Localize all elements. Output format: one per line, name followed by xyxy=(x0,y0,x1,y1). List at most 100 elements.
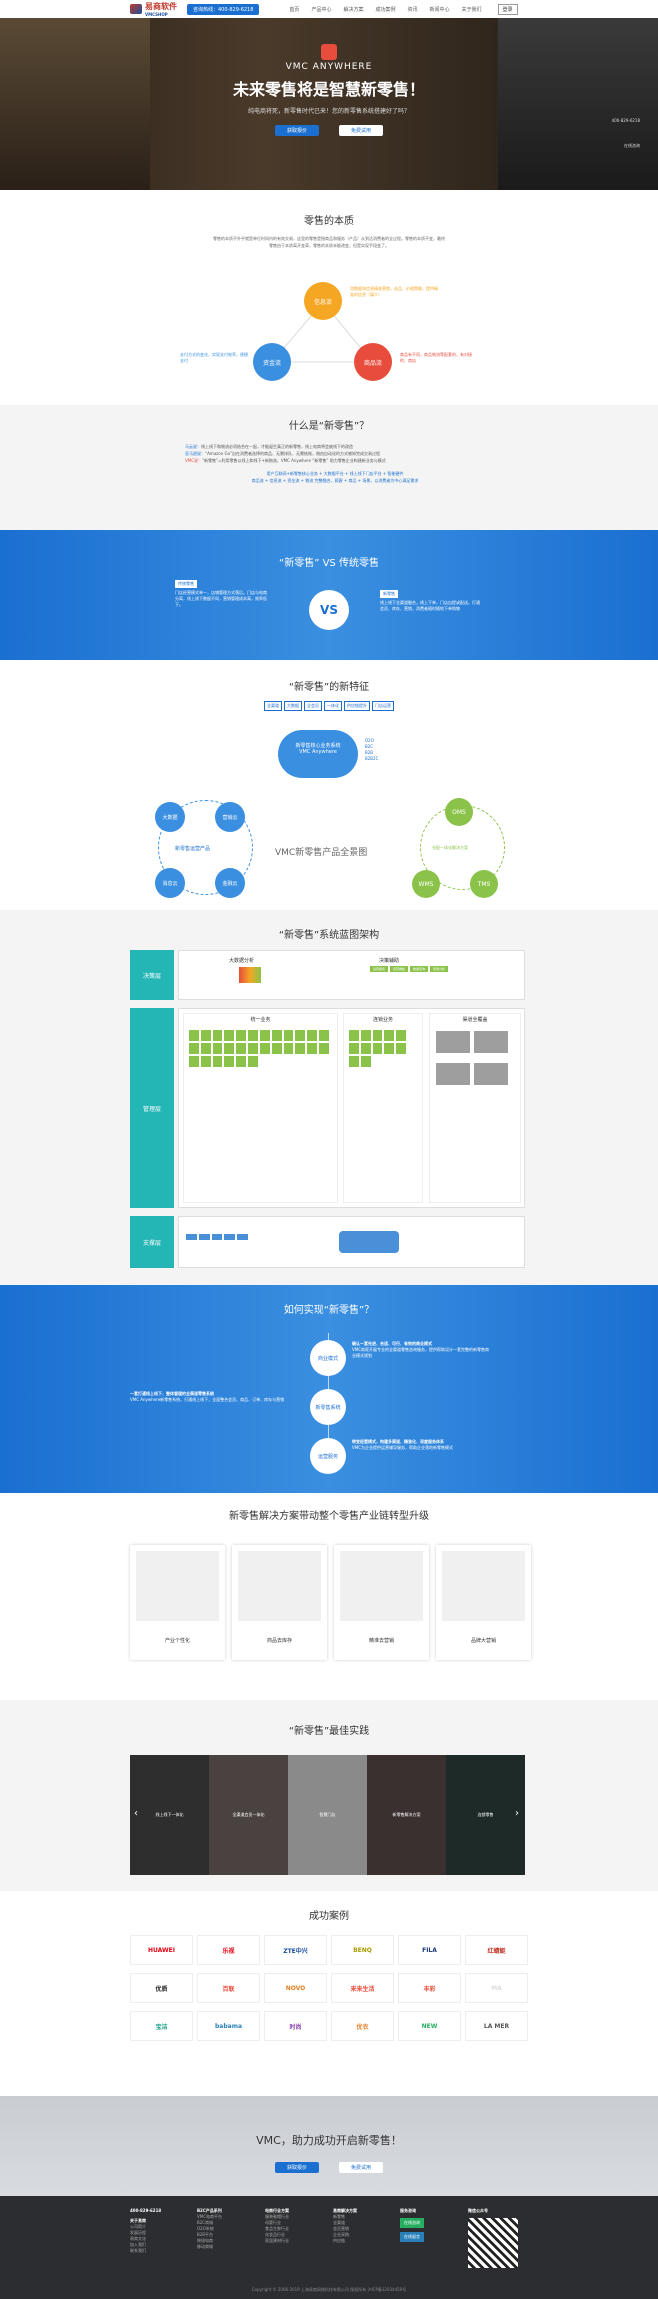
upgrade-card-2[interactable]: 商品去库存 xyxy=(232,1545,327,1660)
footer-message-button[interactable]: 在线留言 xyxy=(400,2232,424,2242)
footer-link[interactable]: 公司简介 xyxy=(130,2224,146,2229)
quote-mayun: 马云说：线上线下和物流必须结合在一起，才能诞生真正的新零售，线上电商将会被线下的… xyxy=(185,443,485,450)
case-logo[interactable]: 百联 xyxy=(197,1973,260,2003)
channel-modules xyxy=(430,1025,520,1097)
case-logo[interactable]: FILA xyxy=(398,1935,461,1965)
case-logo[interactable]: 乐视 xyxy=(197,1935,260,1965)
practice-item[interactable]: 全渠道会员一体化 xyxy=(209,1755,288,1875)
cloud-sub: VMC Anywhere xyxy=(299,749,337,755)
practice-item[interactable]: 智慧门店 xyxy=(288,1755,367,1875)
footer-link[interactable]: 跨境电商 xyxy=(197,2238,213,2243)
tag-bigdata: 大数据 xyxy=(284,701,302,711)
menu-item-home[interactable]: 首页 xyxy=(289,6,300,13)
how-node-service: 运营服务 xyxy=(310,1438,346,1474)
cta-trial-button[interactable]: 免费试用 xyxy=(339,2162,384,2173)
quote-mayun-text: 线上线下和物流必须结合在一起，才能诞生真正的新零售，线上电商将会被线下的改造 xyxy=(201,444,353,449)
case-logo[interactable]: ZTE中兴 xyxy=(264,1935,327,1965)
case-logo[interactable]: NOVO xyxy=(264,1973,327,2003)
case-logo[interactable]: LA MER xyxy=(465,2011,528,2041)
footer-link[interactable]: 化妆品行业 xyxy=(265,2232,285,2237)
case-logo[interactable]: 红蜻蜓 xyxy=(465,1935,528,1965)
case-logo[interactable]: 丰彩 xyxy=(398,1973,461,2003)
cloud-title: 新零售核心业务系统 xyxy=(295,743,341,749)
practice-item[interactable]: 连锁零售 xyxy=(446,1755,525,1875)
practice-item[interactable]: 新零售解决方案 xyxy=(367,1755,446,1875)
footer-link[interactable]: 供应链 xyxy=(333,2238,345,2243)
tag-integration: 一体化 xyxy=(324,701,342,711)
footer-link[interactable]: 食品生鲜行业 xyxy=(265,2226,289,2231)
footer-link[interactable]: 加入我们 xyxy=(130,2242,146,2247)
practice-item[interactable]: 线上线下一体化 xyxy=(130,1755,209,1875)
footer-link[interactable]: 联系我们 xyxy=(130,2248,146,2253)
footer-col3-title: 电商行业方案 xyxy=(265,2208,289,2213)
case-logo[interactable]: BENQ xyxy=(331,1935,394,1965)
footer-link[interactable]: 移动商城 xyxy=(197,2244,213,2249)
menu-item-products[interactable]: 产品中心 xyxy=(311,6,332,13)
left-ring xyxy=(158,800,253,895)
footer-link[interactable]: 企业采购 xyxy=(333,2232,349,2237)
footer-link[interactable]: 服装鞋帽行业 xyxy=(265,2214,289,2219)
decision-layer-body: 大数据分析 决策辅助 运营报表经营看板数据查询预测分析 xyxy=(178,950,525,1000)
hero-subtitle: 纯电商将死，新零售时代已来！您的新零售系统搭建好了吗？ xyxy=(247,108,410,115)
architecture-section: “新零售”系统蓝图架构 决策层 大数据分析 决策辅助 运营报表经营看板数据查询预… xyxy=(0,910,658,1285)
decision-item: 预测分析 xyxy=(430,966,449,972)
footer-link[interactable]: B2C商城 xyxy=(197,2220,214,2225)
menu-item-solutions[interactable]: 解决方案 xyxy=(343,6,364,13)
footer-chat-button[interactable]: 在线咨询 xyxy=(400,2218,424,2228)
case-logo[interactable]: 来来生活 xyxy=(331,1973,394,2003)
how-t1: 确认一套先进、合适、可行、有效的商业模式 xyxy=(352,1341,432,1346)
menu-item-about[interactable]: 关于我们 xyxy=(461,6,482,13)
footer-link[interactable]: VMC电商平台 xyxy=(197,2214,222,2219)
footer-link[interactable]: 家居建材行业 xyxy=(265,2238,289,2243)
menu-item-cases[interactable]: 成功案例 xyxy=(375,6,396,13)
footer-link[interactable]: 会员营销 xyxy=(333,2226,349,2231)
case-logo[interactable]: HUAWEI xyxy=(130,1935,193,1965)
cta-quote-button[interactable]: 获取报价 xyxy=(274,2162,319,2173)
quote-amazon: 亚马逊说：“Amazon Go”自在消费者选择的商品、无需排队、无需结账，借由自… xyxy=(185,450,485,457)
footer-col1-title: 关于易商 xyxy=(130,2218,146,2223)
prev-arrow-icon[interactable]: ‹ xyxy=(134,1808,138,1819)
chain-modules xyxy=(344,1025,422,1072)
case-logo[interactable]: 宝洁 xyxy=(130,2011,193,2041)
case-logo[interactable]: 时尚 xyxy=(264,2011,327,2041)
new-retail-label: 新零售 xyxy=(380,590,398,598)
support-block xyxy=(211,1234,223,1240)
oms-circle: OMS xyxy=(445,798,473,826)
goods-flow-circle: 商品流 xyxy=(354,343,392,381)
login-button[interactable]: 登录 xyxy=(497,3,518,15)
footer-link[interactable]: 母婴行业 xyxy=(265,2220,281,2225)
footer-link[interactable]: 发展历程 xyxy=(130,2230,146,2235)
support-block xyxy=(224,1234,236,1240)
bigdata-label: 大数据 xyxy=(162,814,178,821)
upgrade-card-4[interactable]: 品牌大营销 xyxy=(436,1545,531,1660)
case-logo[interactable]: MA xyxy=(465,1973,528,2003)
case-logo[interactable]: 优质 xyxy=(130,1973,193,2003)
upgrade-card-1[interactable]: 产业个性化 xyxy=(130,1545,225,1660)
essence-line2: 零售由于本质离开变革，零售的本质未能改变，但是实现手段变了。 xyxy=(269,243,389,248)
case-logo[interactable]: 优衣 xyxy=(331,2011,394,2041)
footer-link[interactable]: O2O系统 xyxy=(197,2226,214,2231)
hotline-badge[interactable]: 咨询热线：400-829-6218 xyxy=(187,3,260,15)
footer-link[interactable]: 新零售 xyxy=(333,2214,345,2219)
upgrade-card-3[interactable]: 精准去营销 xyxy=(334,1545,429,1660)
footer-link[interactable]: 易商文化 xyxy=(130,2236,146,2241)
footer-link[interactable]: 全渠道 xyxy=(333,2220,345,2225)
features-title: “新零售”的新特征 xyxy=(288,682,370,693)
next-arrow-icon[interactable]: › xyxy=(515,1808,519,1819)
menu-item-news[interactable]: 新闻中心 xyxy=(429,6,450,13)
footer-link[interactable]: B2B平台 xyxy=(197,2232,214,2237)
case-logo[interactable]: babama xyxy=(197,2011,260,2041)
hero-quote-button[interactable]: 获取报价 xyxy=(274,125,319,136)
hero-trial-button[interactable]: 免费试用 xyxy=(339,125,384,136)
hero-banner: VMC ANYWHERE 未来零售将是智慧新零售！ 纯电商将死，新零售时代已来！… xyxy=(0,18,658,190)
decision-layer: 决策层 大数据分析 决策辅助 运营报表经营看板数据查询预测分析 xyxy=(130,950,525,1000)
quote-mayun-key: 马云说： xyxy=(185,444,201,449)
menu-item-info[interactable]: 资讯 xyxy=(407,6,418,13)
cloud-b2b: B2B xyxy=(365,750,374,755)
new-retail-box: 新零售线上线下全渠道融合，线上下单，门店自提或配送。打通会员、库存、营销，消费者… xyxy=(380,590,480,612)
case-logo[interactable]: NEW xyxy=(398,2011,461,2041)
